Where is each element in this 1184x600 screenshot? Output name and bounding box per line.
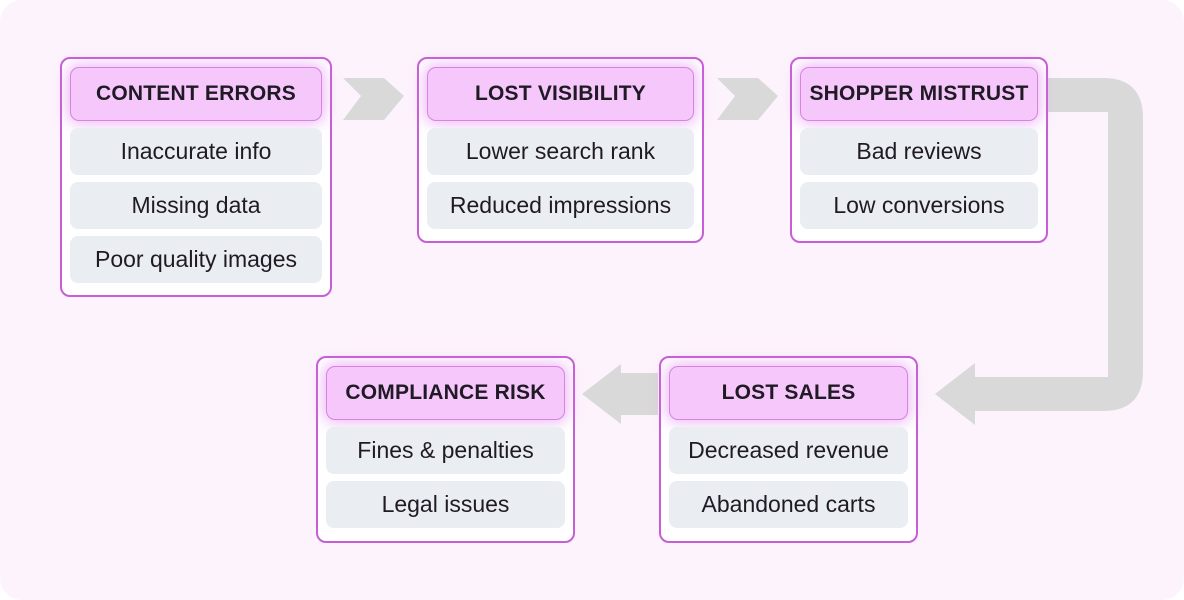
node-item: Decreased revenue [669,427,908,474]
node-title: COMPLIANCE RISK [326,366,565,420]
node-item: Low conversions [800,182,1038,229]
node-title: LOST VISIBILITY [427,67,694,121]
node-compliance-risk: COMPLIANCE RISK Fines & penalties Legal … [316,356,575,543]
node-item: Poor quality images [70,236,322,283]
node-lost-visibility: LOST VISIBILITY Lower search rank Reduce… [417,57,704,243]
node-item: Reduced impressions [427,182,694,229]
node-item: Abandoned carts [669,481,908,528]
arrow-lost-visibility-to-shopper-mistrust [717,78,778,120]
arrow-lost-sales-to-compliance-risk [582,364,658,424]
arrow-content-errors-to-lost-visibility [343,78,404,120]
node-lost-sales: LOST SALES Decreased revenue Abandoned c… [659,356,918,543]
node-title: SHOPPER MISTRUST [800,67,1038,121]
node-title: LOST SALES [669,366,908,420]
node-item: Inaccurate info [70,128,322,175]
node-item: Fines & penalties [326,427,565,474]
arrow-shopper-mistrust-to-lost-sales [935,78,1143,425]
node-item: Missing data [70,182,322,229]
node-content-errors: CONTENT ERRORS Inaccurate info Missing d… [60,57,332,297]
node-item: Legal issues [326,481,565,528]
node-shopper-mistrust: SHOPPER MISTRUST Bad reviews Low convers… [790,57,1048,243]
node-item: Lower search rank [427,128,694,175]
node-title: CONTENT ERRORS [70,67,322,121]
node-item: Bad reviews [800,128,1038,175]
